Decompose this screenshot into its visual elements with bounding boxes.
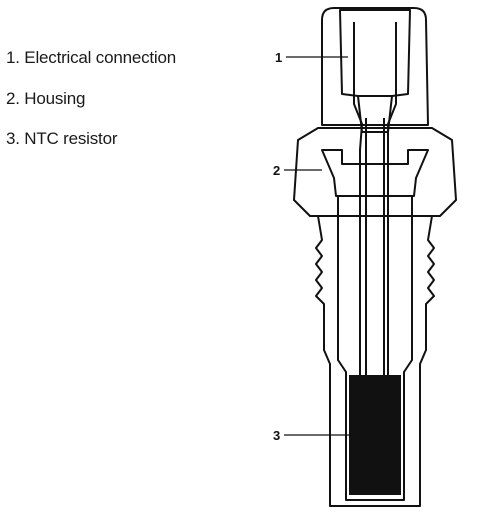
connector-collar [321,7,429,126]
contact-wires [353,22,397,378]
wire-left [353,22,363,378]
legend: 1. Electrical connection 2. Housing 3. N… [6,48,176,148]
callout-number-1: 1 [275,50,282,65]
legend-item-electrical-connection: 1. Electrical connection [6,48,176,67]
legend-item-ntc-resistor: 3. NTC resistor [6,129,118,148]
housing-chamber [321,149,429,197]
wire-right [387,22,397,378]
callout-number-2: 2 [273,163,280,178]
ntc-resistor [349,375,401,495]
probe-bore [337,195,413,501]
legend-item-housing: 2. Housing [6,89,85,108]
hex-nut [293,127,457,217]
probe-shell [315,215,435,507]
connector-neck [357,95,393,133]
connector-socket [339,9,411,97]
housing [293,7,457,507]
callouts: 1 2 3 [273,50,350,443]
callout-number-3: 3 [273,428,280,443]
